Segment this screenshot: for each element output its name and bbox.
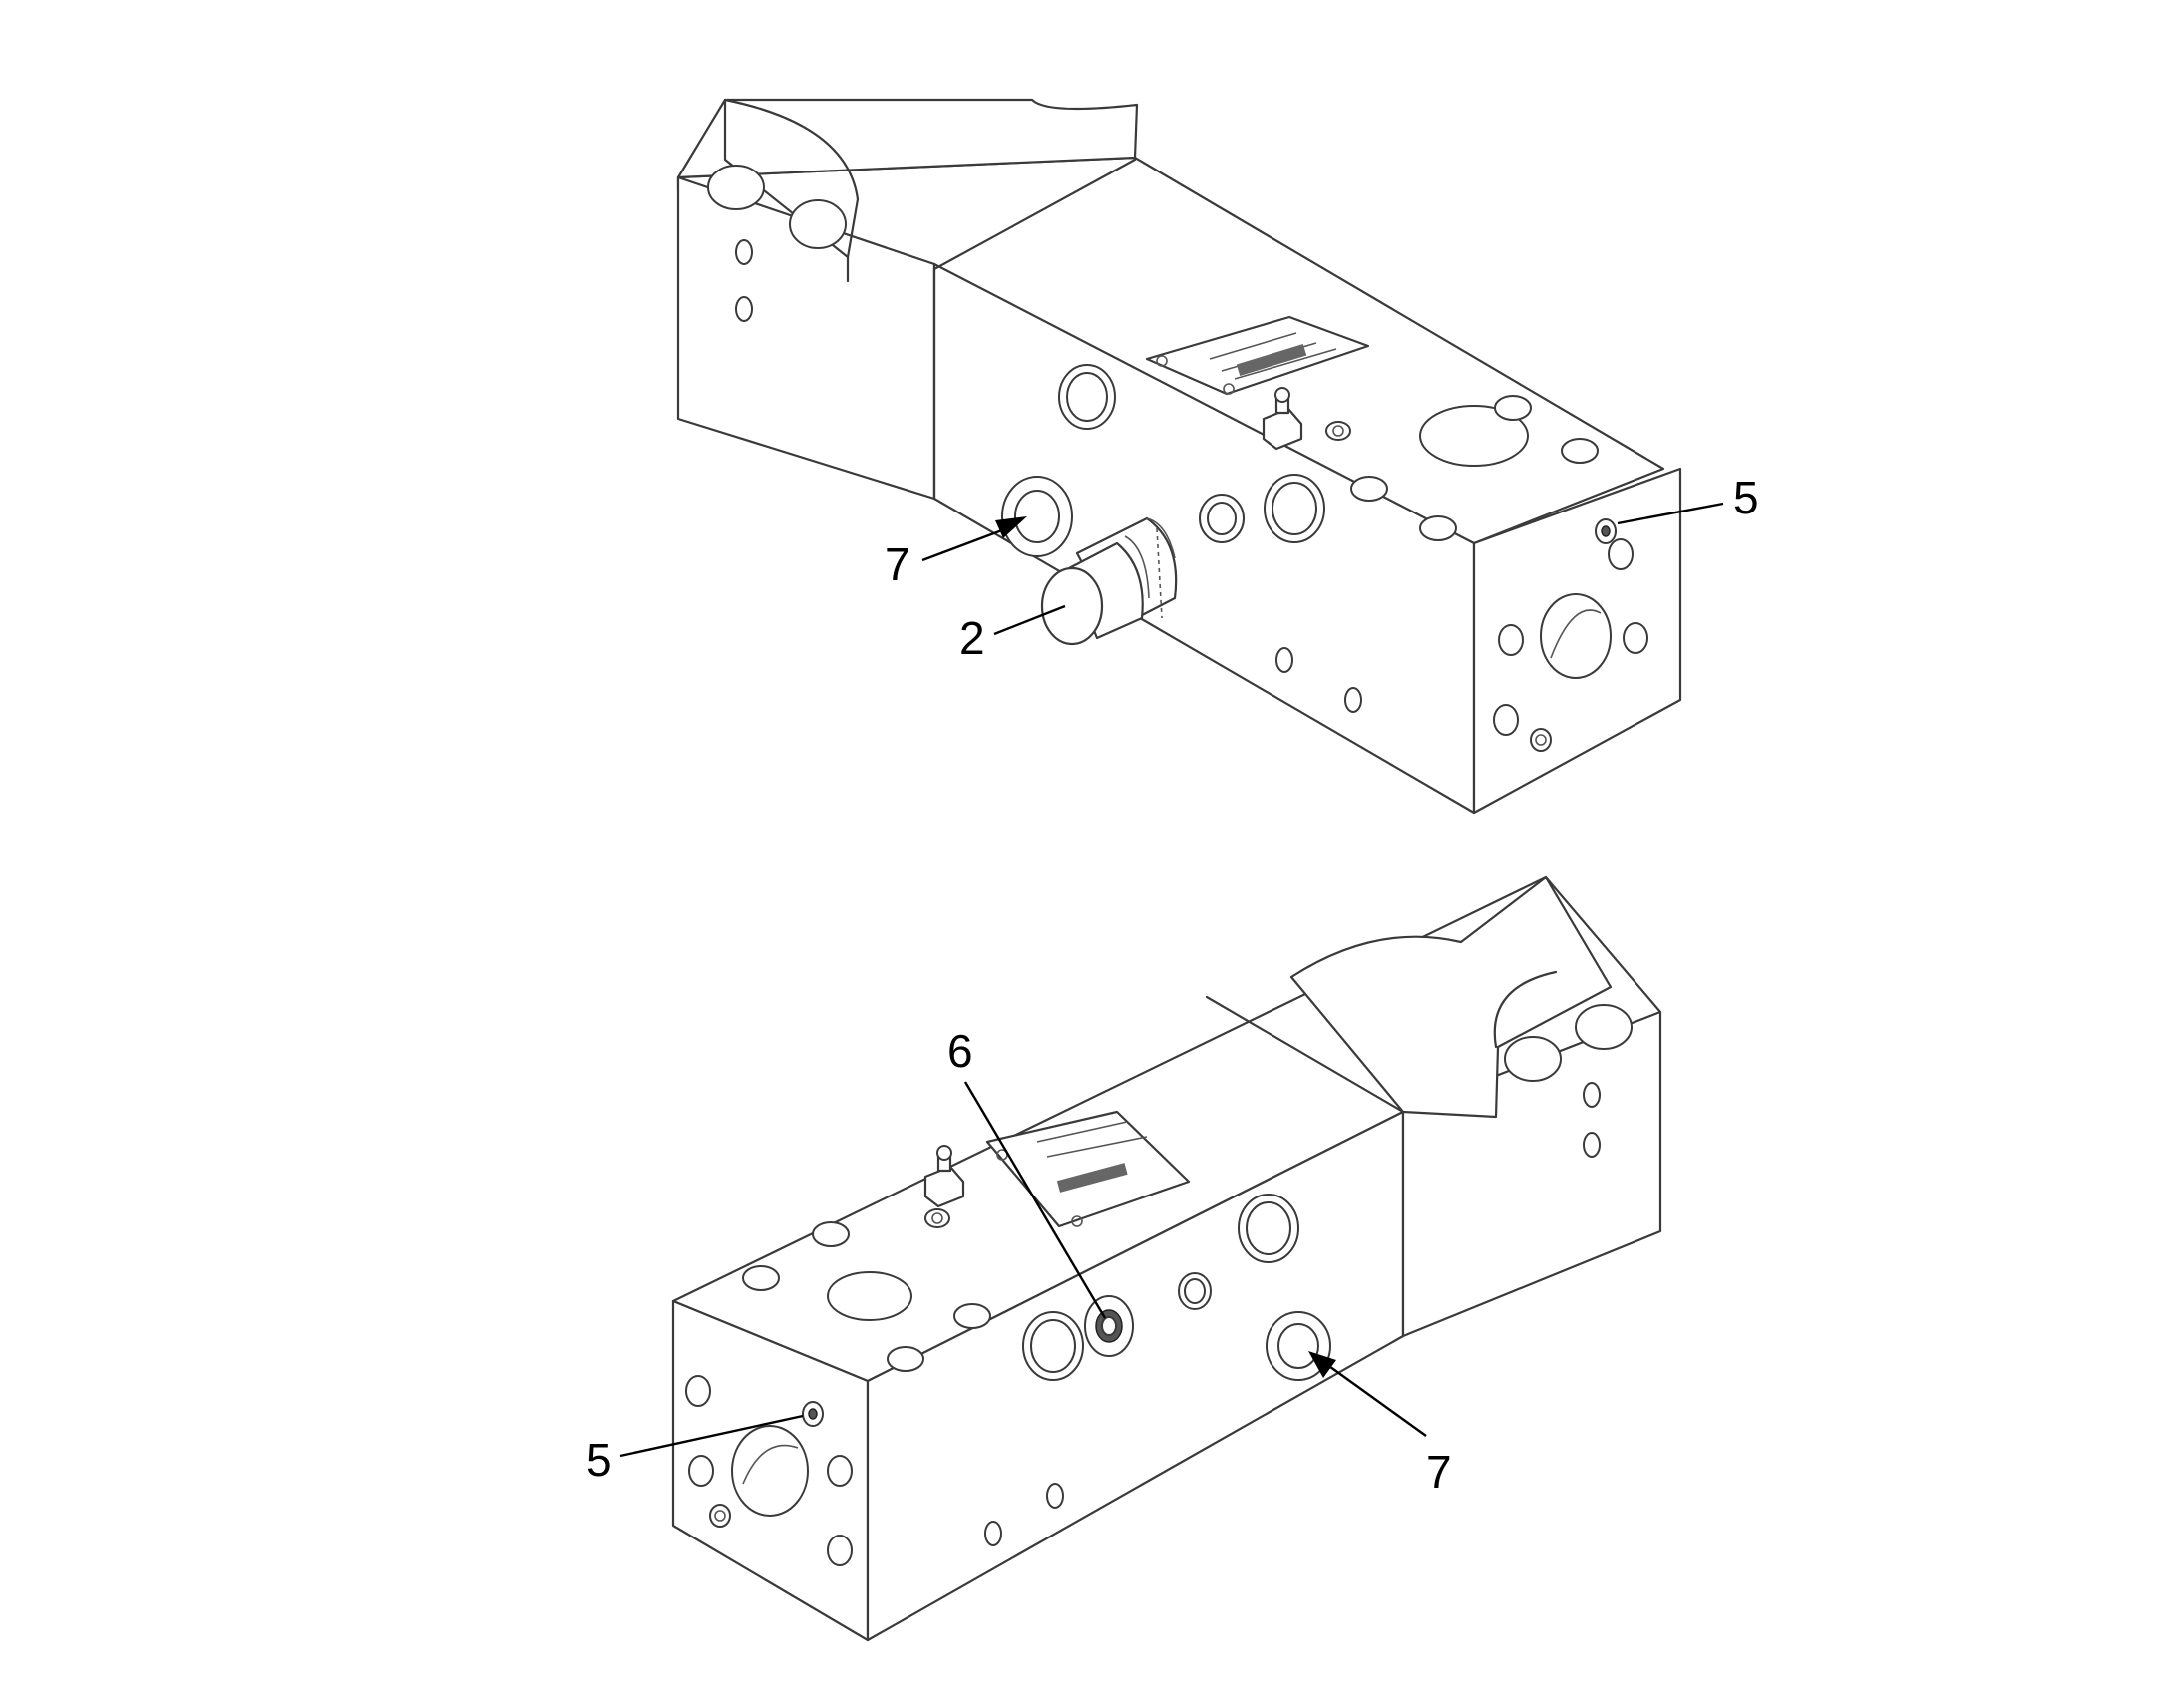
callout-top-2: 2 <box>959 612 985 664</box>
top-valve-block <box>676 98 1682 815</box>
arrowhead <box>995 516 1027 538</box>
arrowhead <box>1308 1351 1336 1378</box>
bottom-item-5-seal <box>802 1401 824 1427</box>
bottom-block-lip <box>1289 875 1613 1119</box>
callout-bottom-5: 5 <box>586 1434 612 1486</box>
bottom-valve-block <box>671 875 1662 1642</box>
callout-bottom-7: 7 <box>1426 1446 1452 1498</box>
bottom-bleed-fitting <box>923 1145 965 1208</box>
callouts: 7 2 5 6 5 7 <box>586 472 1759 1498</box>
callout-top-7: 7 <box>885 538 910 590</box>
callout-bottom-6: 6 <box>947 1025 973 1077</box>
top-item-7-seal <box>1001 476 1073 557</box>
top-item-2-plug <box>1040 516 1178 646</box>
top-block-lip <box>676 98 1139 179</box>
bottom-item-6-seal <box>1084 1295 1134 1357</box>
top-nameplate <box>1145 315 1370 396</box>
bottom-item-7-seal <box>1266 1311 1331 1381</box>
top-bleed-fitting <box>1262 387 1303 451</box>
top-item-5-seal <box>1595 518 1617 544</box>
callout-top-5: 5 <box>1733 472 1759 523</box>
